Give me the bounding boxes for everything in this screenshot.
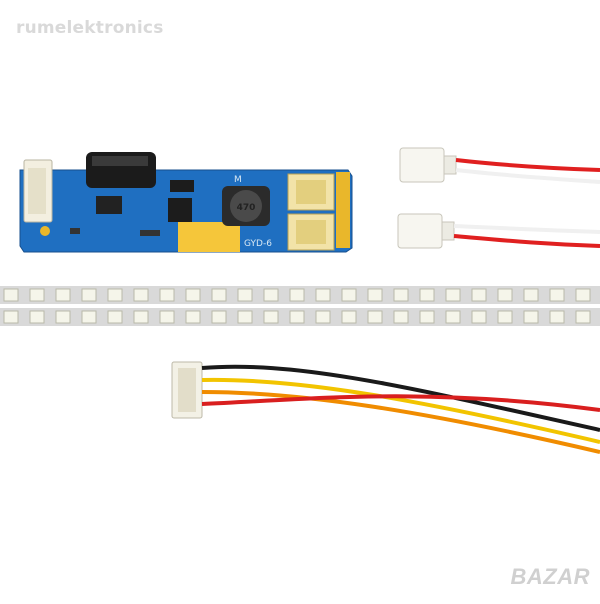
led-strip-bottom	[0, 308, 600, 326]
inverter-board: 470 GYD-6 M	[19, 152, 353, 253]
four-wire-cable	[171, 361, 600, 454]
led-chip	[3, 288, 19, 302]
led-chip	[3, 310, 19, 324]
led-chip	[315, 310, 331, 324]
led-chip	[289, 310, 305, 324]
led-chip	[393, 288, 409, 302]
watermark-text: rumelektronics	[16, 18, 164, 38]
brand-logo: BAZAR	[510, 564, 590, 589]
led-chip	[263, 288, 279, 302]
led-strip-top	[0, 286, 600, 304]
led-chip	[81, 288, 97, 302]
led-chip	[107, 288, 123, 302]
led-chip	[341, 288, 357, 302]
led-chip	[289, 288, 305, 302]
led-chip	[185, 310, 201, 324]
led-chip	[419, 310, 435, 324]
led-chip	[341, 310, 357, 324]
led-chip	[159, 288, 175, 302]
led-chip	[367, 310, 383, 324]
led-chip	[445, 310, 461, 324]
led-chip	[55, 310, 71, 324]
led-chip	[185, 288, 201, 302]
led-chip	[29, 310, 45, 324]
silk-mark: M	[234, 175, 242, 185]
led-chip	[497, 288, 513, 302]
led-chip	[159, 310, 175, 324]
led-chip	[393, 310, 409, 324]
silk-label: GYD-6	[244, 239, 272, 249]
led-chip	[211, 310, 227, 324]
inductor-label: 470	[237, 203, 256, 213]
led-chip	[471, 310, 487, 324]
led-chip	[575, 288, 591, 302]
led-chip	[471, 288, 487, 302]
led-chip	[55, 288, 71, 302]
board-output-connectors	[287, 173, 335, 251]
board-connector-left	[23, 159, 53, 223]
led-chip	[133, 310, 149, 324]
led-chip	[133, 288, 149, 302]
led-chip	[263, 310, 279, 324]
capacitor	[86, 152, 156, 188]
led-chip	[107, 310, 123, 324]
led-chip	[81, 310, 97, 324]
led-chip	[419, 288, 435, 302]
led-chip	[367, 288, 383, 302]
inductor: 470	[222, 186, 270, 226]
cable-pair-bottom	[397, 213, 600, 249]
led-chip	[315, 288, 331, 302]
led-chip	[237, 288, 253, 302]
cable-pair-top	[399, 147, 600, 184]
led-chip	[523, 288, 539, 302]
led-chip	[575, 310, 591, 324]
led-chip	[237, 310, 253, 324]
led-chip	[445, 288, 461, 302]
led-chip	[549, 288, 565, 302]
led-chip	[523, 310, 539, 324]
led-chip	[29, 288, 45, 302]
led-chip	[211, 288, 227, 302]
led-chip	[549, 310, 565, 324]
led-chip	[497, 310, 513, 324]
